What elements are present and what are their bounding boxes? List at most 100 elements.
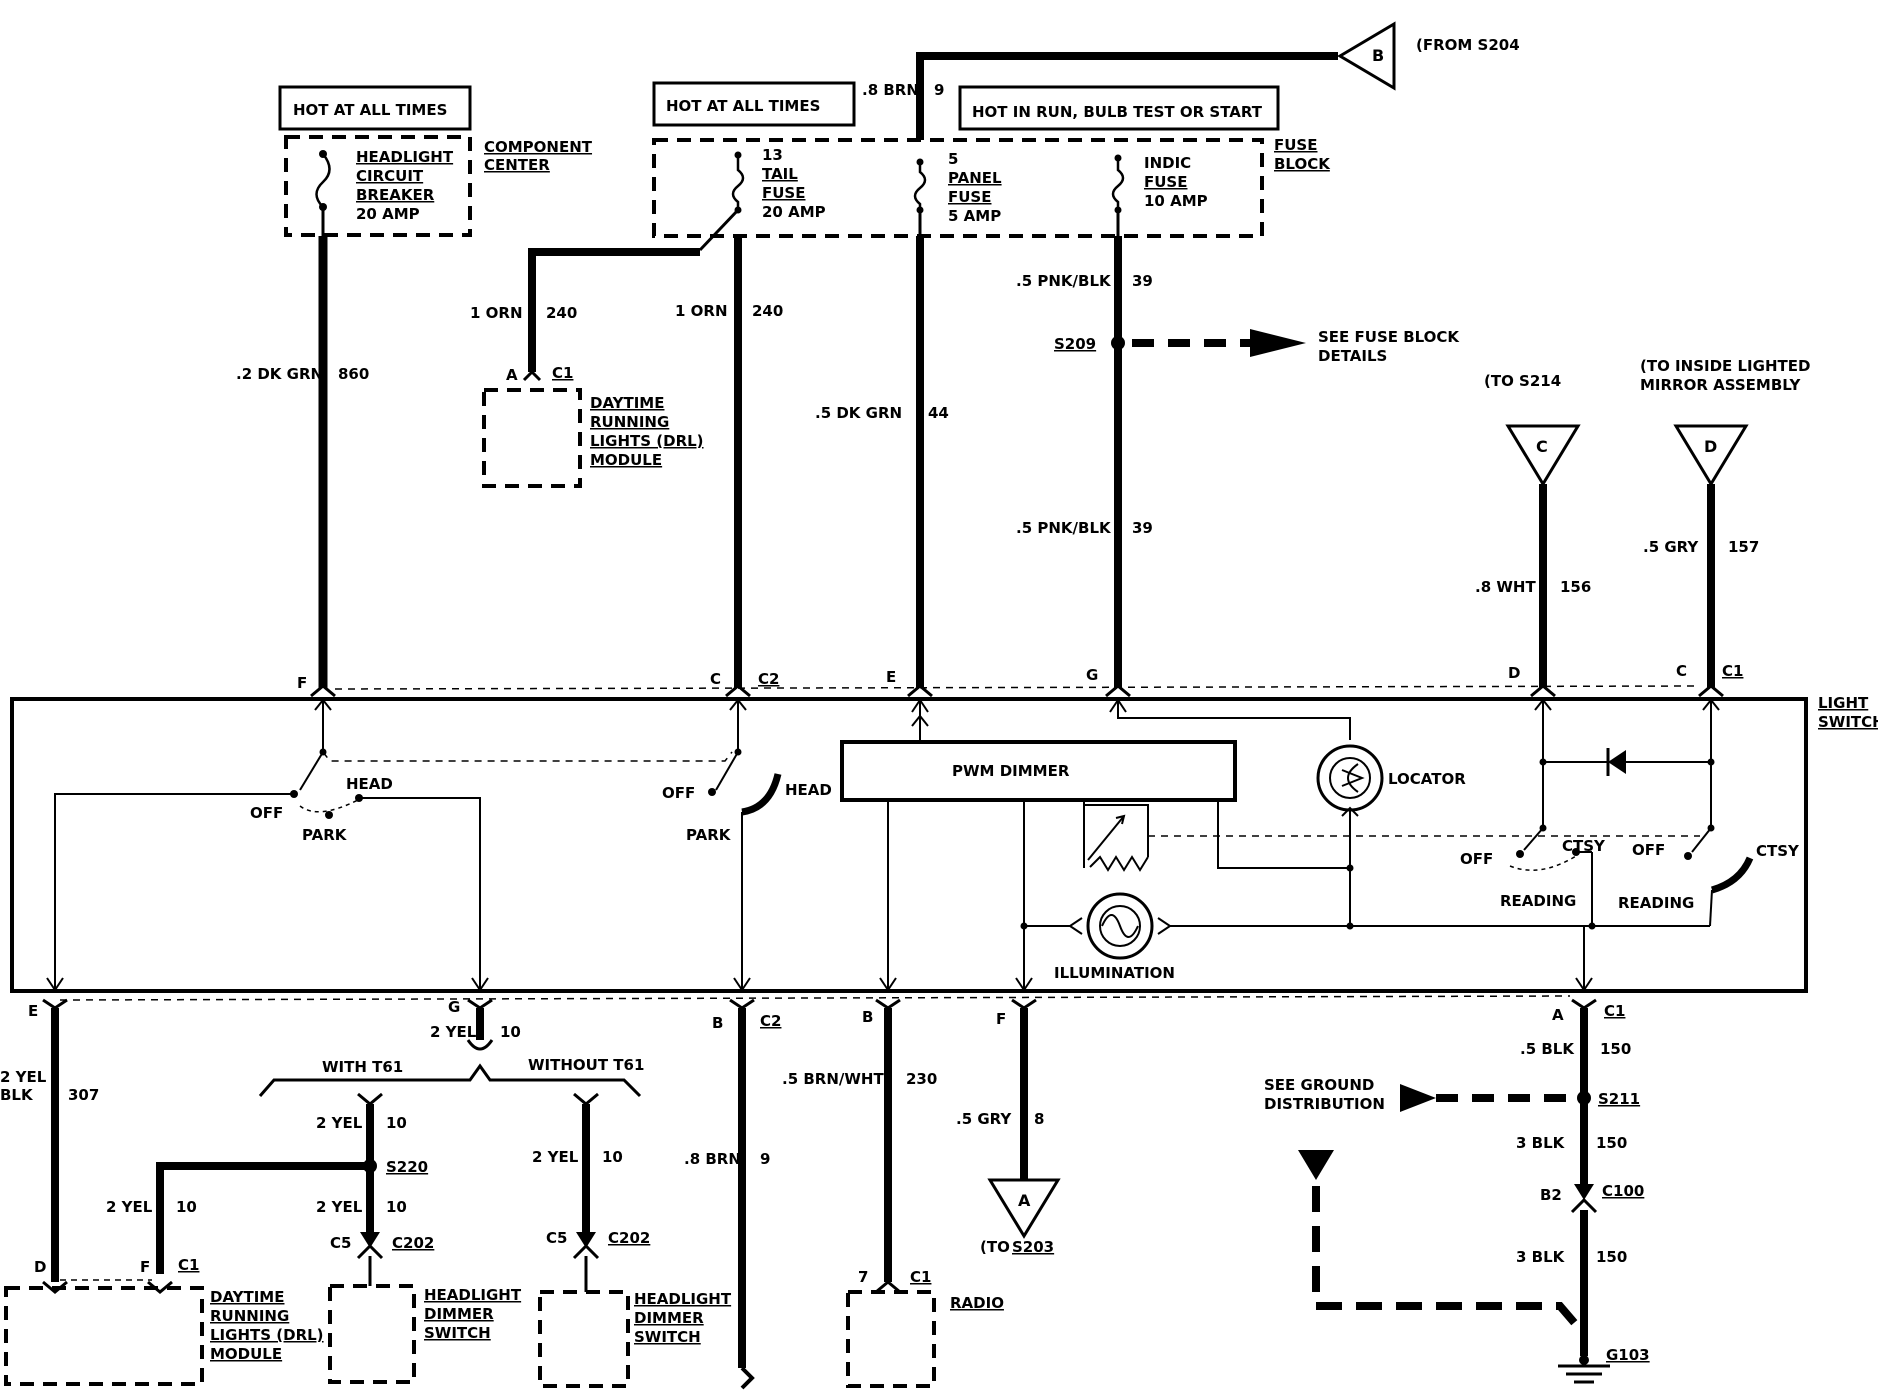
switch-label: OFF xyxy=(250,804,283,822)
wire-39: .5 PNK/BLK 39 .5 PNK/BLK 39 S209 SEE FUS… xyxy=(1016,210,1460,688)
hot-at-all-times-label: HOT AT ALL TIMES xyxy=(666,97,820,115)
wire-number: 10 xyxy=(602,1148,623,1166)
switch-label: HEAD xyxy=(785,781,832,799)
wire-number: 150 xyxy=(1596,1134,1627,1152)
drl-label: LIGHTS (DRL) xyxy=(210,1326,324,1344)
wire-color: 3 BLK xyxy=(1516,1248,1566,1266)
connector-pin: D xyxy=(1508,664,1520,682)
wire-10: 2 YEL 10 WITH T61 WITHOUT T61 2 YEL 10 S… xyxy=(106,1008,650,1292)
ground-distribution-note: SEE GROUND xyxy=(1264,1076,1374,1094)
fuse-block-label-2: BLOCK xyxy=(1274,155,1331,173)
wire-number: 240 xyxy=(546,304,577,322)
wire-number: 150 xyxy=(1596,1248,1627,1266)
switch-label: READING xyxy=(1618,894,1694,912)
wire-color: .8 BRN xyxy=(684,1150,741,1168)
wire-color: 2 YEL xyxy=(0,1068,47,1086)
drl-label: MODULE xyxy=(210,1345,282,1363)
headlight-dimmer-switch-1: HEADLIGHT DIMMER SWITCH xyxy=(328,1284,522,1384)
wire-number: 156 xyxy=(1560,578,1591,596)
splice-s220: S220 xyxy=(386,1158,428,1176)
wire-color: .5 GRY xyxy=(1643,538,1699,556)
connector-pin: F xyxy=(996,1010,1006,1028)
switch-label: PARK xyxy=(302,826,348,844)
locator-label: LOCATOR xyxy=(1388,770,1466,788)
dimmer-label: HEADLIGHT xyxy=(634,1290,732,1308)
dimmer-label: HEADLIGHT xyxy=(424,1286,522,1304)
wire-44: .5 DK GRN 44 xyxy=(815,210,949,688)
connector-id: C100 xyxy=(1602,1182,1644,1200)
fuse-block-details-note: DETAILS xyxy=(1318,347,1387,365)
pwm-dimmer-label: PWM DIMMER xyxy=(952,762,1070,780)
connector-pin: G xyxy=(1086,666,1098,684)
fuse-block-details-note: SEE FUSE BLOCK xyxy=(1318,328,1460,346)
dimmer-label: SWITCH xyxy=(424,1324,491,1342)
connector-pin: B2 xyxy=(1540,1186,1562,1204)
wire-color: .2 DK GRN xyxy=(236,365,323,383)
connector-id: C1 xyxy=(178,1256,199,1274)
wire-9-bottom: .8 BRN 9 xyxy=(684,1008,770,1390)
component-center: COMPONENT CENTER HEADLIGHT CIRCUIT BREAK… xyxy=(284,135,593,237)
wire-number: 10 xyxy=(386,1114,407,1132)
hot-in-run-label: HOT IN RUN, BULB TEST OR START xyxy=(972,103,1263,121)
wire-8: .5 GRY 8 A (TO S203 xyxy=(956,1008,1061,1256)
connector-pin: 7 xyxy=(858,1268,868,1286)
dimmer-label: DIMMER xyxy=(424,1305,494,1323)
to-s214-note: (TO S214 xyxy=(1484,372,1561,390)
to-s203-note: S203 xyxy=(1012,1238,1054,1256)
light-switch: LIGHT SWITCH OFF HEAD PARK OFF HEAD PARK xyxy=(10,694,1878,993)
wire-color: .8 BRN xyxy=(862,81,919,99)
ref-b-letter: B xyxy=(1372,46,1384,65)
switch-label: PARK xyxy=(686,826,732,844)
connector-id: C1 xyxy=(552,364,573,382)
wire-number: 307 xyxy=(68,1086,99,1104)
wire-color: 2 YEL xyxy=(106,1198,153,1216)
tail-fuse-label: TAIL xyxy=(762,165,798,183)
wire-number: 39 xyxy=(1132,519,1153,537)
panel-fuse-label: 5 xyxy=(948,150,958,168)
connector-id: C1 xyxy=(1604,1002,1625,1020)
to-mirror-note: (TO INSIDE LIGHTED xyxy=(1640,357,1810,375)
connector-id: C1 xyxy=(910,1268,931,1286)
connector-pin: C5 xyxy=(330,1234,351,1252)
component-center-label-2: CENTER xyxy=(484,156,550,174)
drl-label: DAYTIME xyxy=(210,1288,284,1306)
bottom-connector-row: E G B C2 B F A C1 xyxy=(28,995,1625,1032)
wire-number: 860 xyxy=(338,365,369,383)
wire-230: .5 BRN/WHT 230 7 C1 RADIO xyxy=(782,1008,1004,1388)
connector-pin: B xyxy=(862,1008,873,1026)
light-switch-label-1: LIGHT xyxy=(1818,694,1869,712)
splice-s209: S209 xyxy=(1054,335,1096,353)
with-t61-label: WITH T61 xyxy=(322,1058,403,1076)
fuse-block: FUSE BLOCK 13 TAIL FUSE 20 AMP 5 PANEL F… xyxy=(652,136,1331,238)
wire-color: 2 YEL xyxy=(532,1148,579,1166)
connector-pin: D xyxy=(34,1258,46,1276)
wire-number: 39 xyxy=(1132,272,1153,290)
wire-color: 1 ORN xyxy=(470,304,523,322)
connector-pin: C xyxy=(1676,662,1687,680)
switch-label: HEAD xyxy=(346,775,393,793)
wire-number: 9 xyxy=(760,1150,770,1168)
wire-860: .2 DK GRN 860 xyxy=(236,207,369,688)
ref-d-letter: D xyxy=(1704,437,1717,456)
panel-fuse-label: FUSE xyxy=(948,188,991,206)
splice-s211: S211 xyxy=(1598,1090,1640,1108)
switch-label: OFF xyxy=(1460,850,1493,868)
drl-label: LIGHTS (DRL) xyxy=(590,432,704,450)
connector-pin: C xyxy=(710,670,721,688)
wire-color: .5 PNK/BLK xyxy=(1016,272,1112,290)
switch-label: READING xyxy=(1500,892,1576,910)
wire-color: 3 BLK xyxy=(1516,1134,1566,1152)
wire-color: 2 YEL xyxy=(430,1023,477,1041)
connector-pin: A xyxy=(506,366,518,384)
ref-d-to-mirror: (TO INSIDE LIGHTED MIRROR ASSEMBLY D .5 … xyxy=(1640,357,1810,688)
wire-number: 10 xyxy=(386,1198,407,1216)
drl-label: RUNNING xyxy=(210,1307,289,1325)
connector-id: C2 xyxy=(760,1012,781,1030)
indic-fuse-label: INDIC xyxy=(1144,154,1191,172)
connector-id: C202 xyxy=(608,1229,650,1247)
wire-240: 1 ORN 240 1 ORN 240 xyxy=(470,208,783,688)
fuse-block-label-1: FUSE xyxy=(1274,136,1317,154)
drl-label: MODULE xyxy=(590,451,662,469)
wire-number: 157 xyxy=(1728,538,1759,556)
